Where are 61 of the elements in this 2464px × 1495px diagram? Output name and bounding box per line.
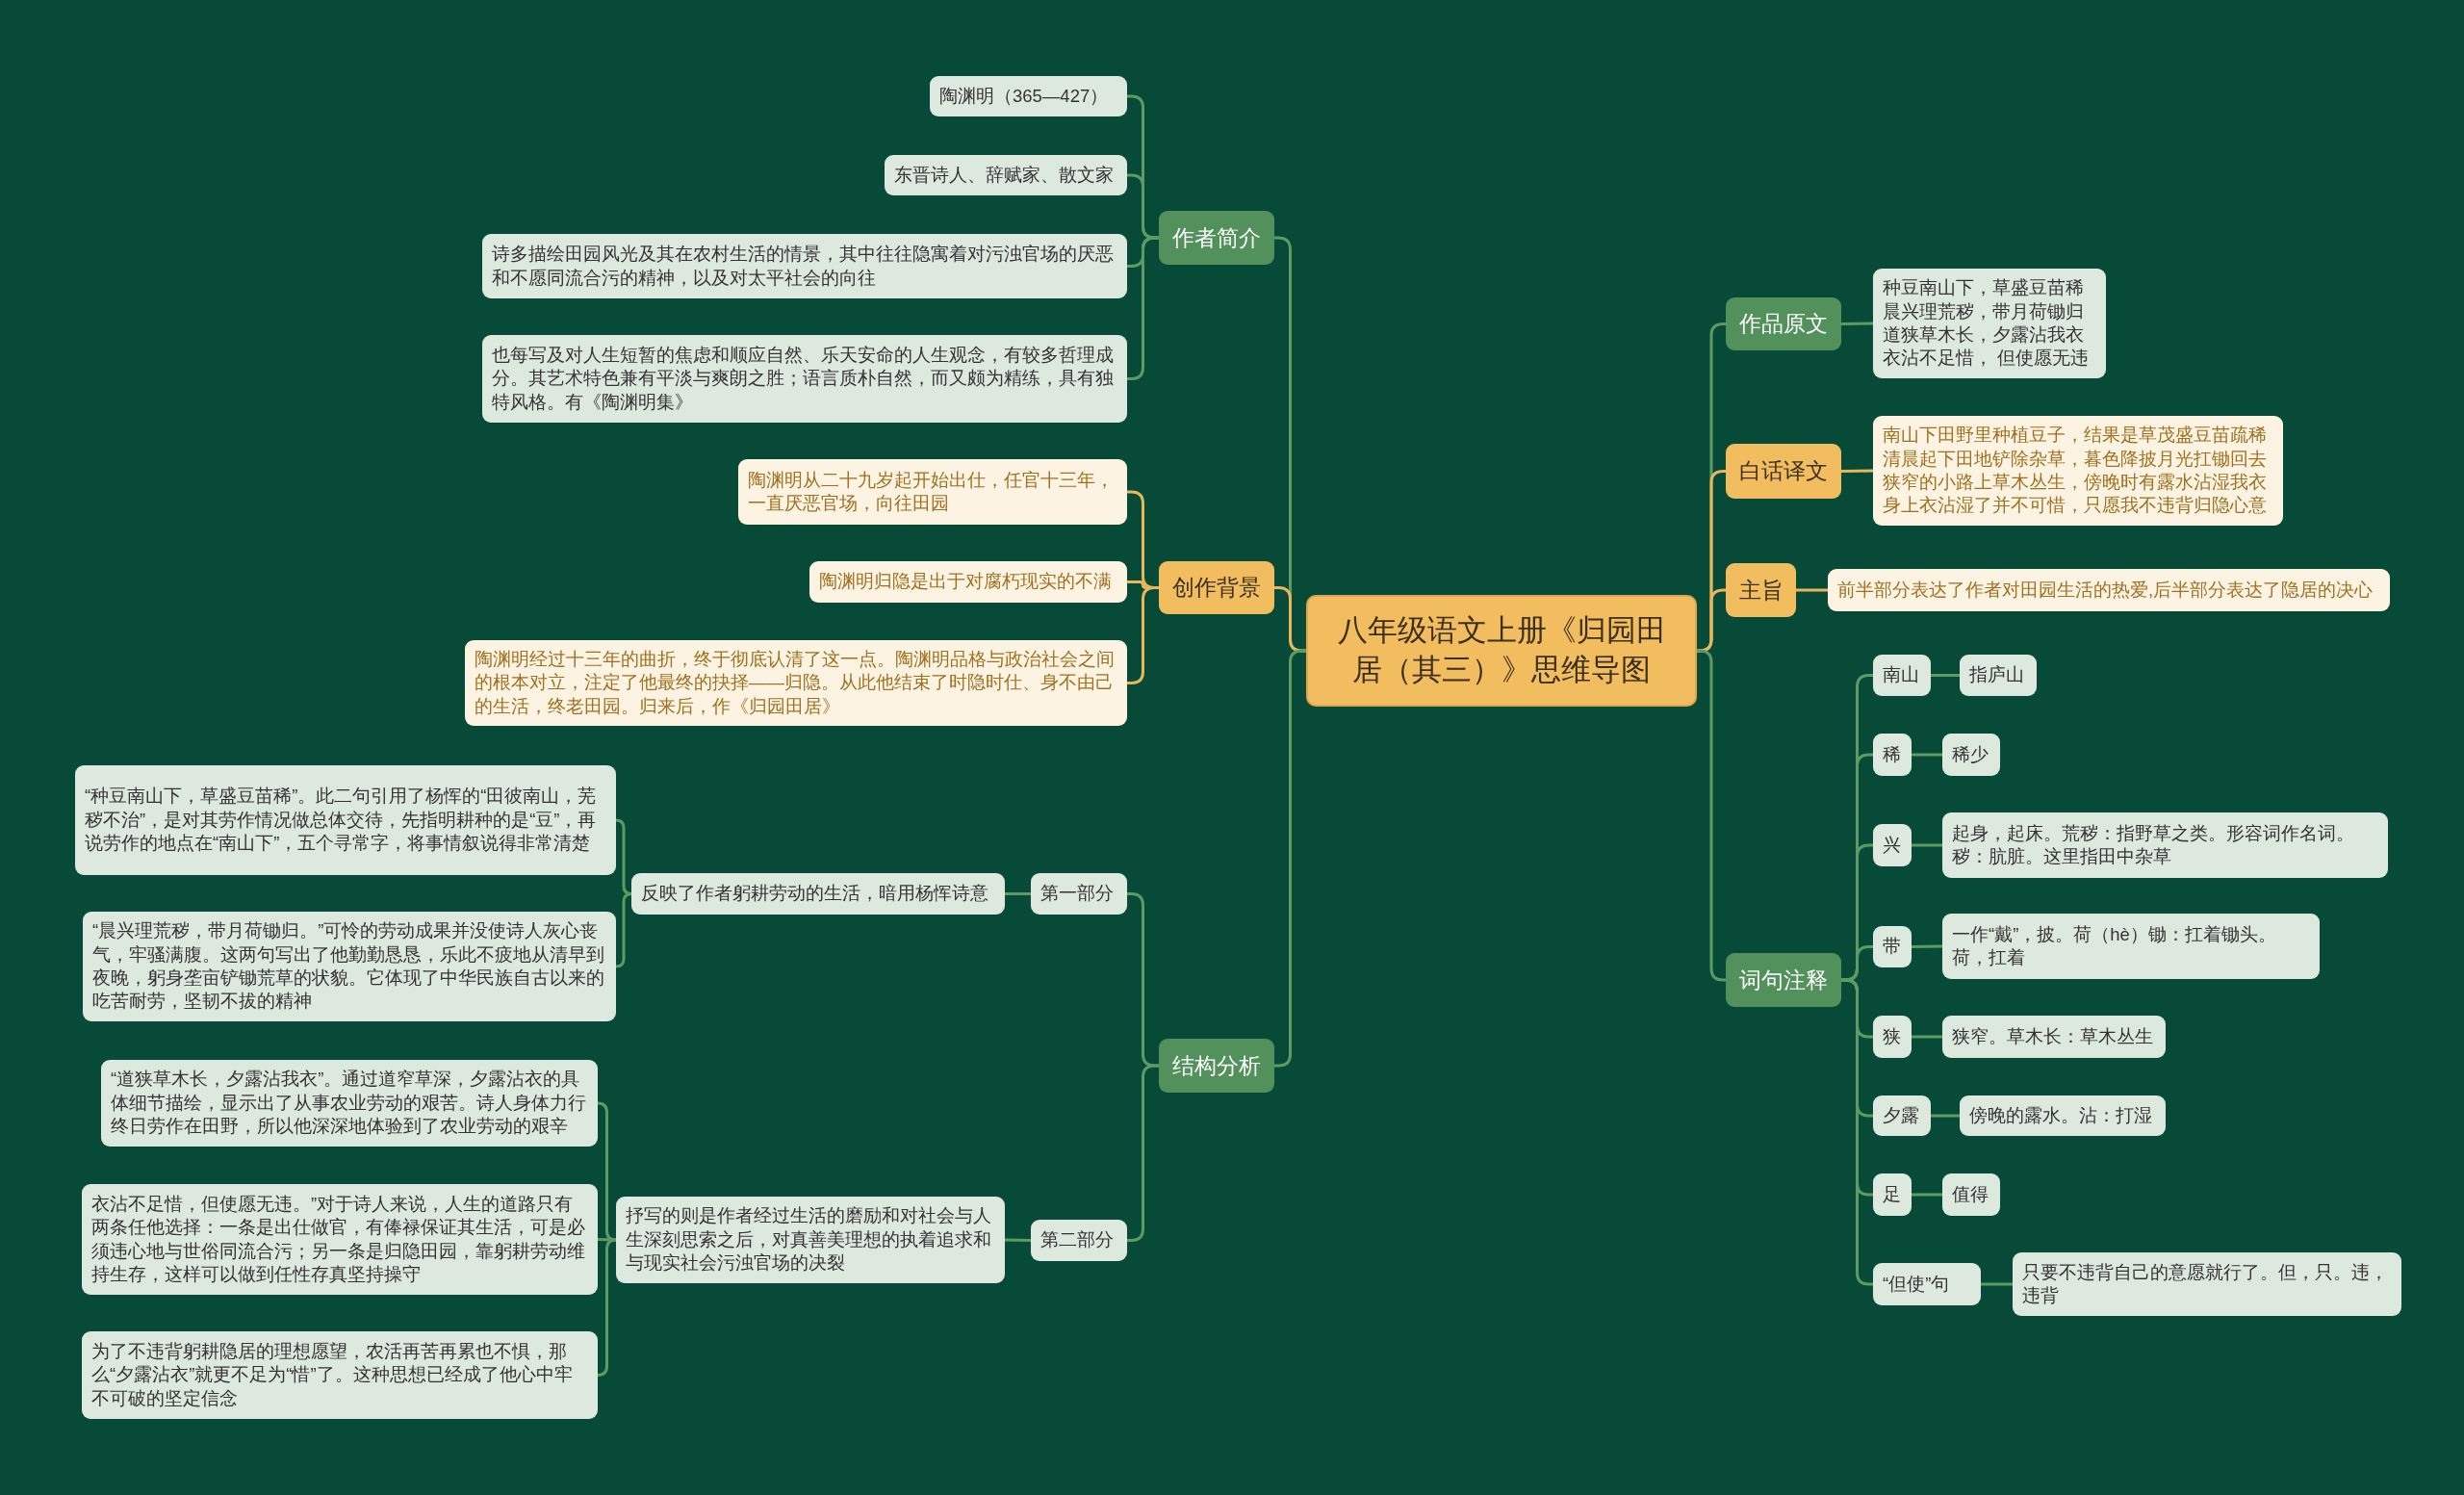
connector-line	[1931, 1114, 1960, 1118]
connector-line	[1912, 753, 1942, 757]
subtopic-box: 为了不违背躬耕隐居的理想愿望，农活再苦再累也不惧，那么“夕露沾衣”就更不足为“惜”了。这种思想已经成了他心中牢不可破的坚定信念	[82, 1331, 598, 1419]
subtopic-box: 兴	[1873, 824, 1912, 866]
subtopic-box: 只要不违背自己的意愿就行了。但，只。违，违背	[2013, 1252, 2401, 1316]
subtopic-box: 稀	[1873, 734, 1912, 776]
connector-line	[1981, 1282, 2013, 1286]
subtopic-box: 陶渊明从二十九岁起开始出仕，任官十三年，一直厌恶官场，向往田园	[738, 459, 1127, 525]
branch-topic-box: 作者简介	[1159, 211, 1274, 265]
subtopic-box: 陶渊明（365—427）	[930, 76, 1127, 116]
connector-line	[1697, 588, 1726, 653]
subtopic-box: 傍晚的露水。沾：打湿	[1960, 1095, 2166, 1136]
connector-line	[1911, 944, 1943, 948]
subtopic-box: “但使”句	[1873, 1263, 1981, 1305]
connector-line	[1912, 1193, 1942, 1197]
connector-line	[1697, 649, 1726, 982]
central-topic-box: 八年级语文上册《归园田居（其三）》思维导图	[1306, 595, 1697, 707]
subtopic-box: 南山	[1873, 655, 1931, 696]
connector-line	[1005, 892, 1031, 895]
subtopic-box: 第二部分	[1031, 1220, 1127, 1261]
subtopic-box: 抒写的则是作者经过生活的磨励和对社会与人生深刻思索之后，对真善美理想的执着追求和与现实社会污浊官场的决裂	[616, 1197, 1005, 1283]
connector-line	[1796, 588, 1828, 592]
subtopic-box: 狭	[1873, 1016, 1912, 1058]
subtopic-box: 指庐山	[1960, 655, 2037, 696]
connector-line	[596, 1238, 618, 1377]
subtopic-box: 陶渊明归隐是出于对腐朽现实的不满	[809, 561, 1127, 603]
subtopic-box: “种豆南山下，草盛豆苗稀”。此二句引用了杨恽的“田彼南山，芜秽不治”，是对其劳作情况做总体交待，先指明耕种的是“豆”，再说劳作的地点在“南山下”，五个寻常字，将事情叙说得非常清楚	[75, 765, 616, 875]
subtopic-box: “晨兴理荒秽，带月荷锄归。”可怜的劳动成果并没使诗人灰心丧气，牢骚满腹。这两句写出了他勤勤恳恳，乐此不疲地从清早到夜晚，躬身垄亩铲锄荒草的状貌。它体现了中华民族自古以来的吃苦耐劳，坚韧不拔的精神	[83, 912, 616, 1021]
subtopic-box: 值得	[1942, 1173, 2000, 1216]
subtopic-box: 诗多描绘田园风光及其在农村生活的情景，其中往往隐寓着对污浊官场的厌恶和不愿同流合污的精神，以及对太平社会的向往	[482, 234, 1127, 298]
branch-topic-box: 创作背景	[1159, 561, 1274, 614]
connector-line	[1912, 843, 1942, 847]
subtopic-box: 稀少	[1942, 734, 2000, 776]
connector-line	[1840, 469, 1874, 473]
connector-line	[597, 1238, 617, 1242]
subtopic-box: 也每写及对人生短暂的焦虑和顺应自然、乐天安命的人生观念，有较多哲理成分。其艺术特色兼有平淡与爽朗之胜；语言质朴自然，而又颇为精练，具有独特风格。有《陶渊明集》	[482, 335, 1127, 423]
subtopic-box: 种豆南山下，草盛豆苗稀晨兴理荒秽，带月荷锄归道狭草木长，夕露沾我衣衣沾不足惜， 但使愿无违	[1873, 269, 2106, 378]
connector-line	[614, 892, 633, 968]
branch-topic-box: 结构分析	[1159, 1039, 1274, 1093]
subtopic-box: 第一部分	[1031, 873, 1127, 915]
subtopic-box: 狭窄。草木长：草木丛生	[1942, 1016, 2166, 1058]
subtopic-box: 南山下田野里种植豆子，结果是草茂盛豆苗疏稀清晨起下田地铲除杂草，暮色降披月光扛锄回去狭窄的小路上草木丛生，傍晚时有露水沾湿我衣身上衣沾湿了并不可惜，只愿我不违背归隐心意	[1873, 416, 2283, 526]
subtopic-box: 夕露	[1873, 1095, 1931, 1136]
connector-line	[1840, 322, 1874, 325]
branch-topic-box: 白话译文	[1726, 444, 1841, 499]
subtopic-box: 一作“戴”，披。荷（hè）锄：扛着锄头。荷，扛着	[1942, 914, 2320, 979]
subtopic-box: 东晋诗人、辞赋家、散文家	[885, 155, 1127, 195]
subtopic-box: 起身，起床。荒秽：指野草之类。形容词作名词。秽：肮脏。这里指田中杂草	[1942, 812, 2388, 878]
branch-topic-box: 主旨	[1726, 563, 1796, 617]
branch-topic-box: 词句注释	[1726, 953, 1841, 1007]
subtopic-box: 足	[1873, 1173, 1912, 1216]
subtopic-box: 陶渊明经过十三年的曲折，终于彻底认清了这一点。陶渊明品格与政治社会之间的根本对立，注定了他最终的抉择——归隐。从此他结束了时隐时仕、身不由己的生活，终老田园。归来后，作《归园田居》	[465, 640, 1127, 726]
connector-line	[1912, 1035, 1942, 1039]
subtopic-box: 前半部分表达了作者对田园生活的热爱,后半部分表达了隐居的决心	[1828, 569, 2390, 611]
subtopic-box: 反映了作者躬耕劳动的生活，暗用杨恽诗意	[631, 873, 1005, 915]
connector-line	[1931, 674, 1960, 677]
subtopic-box: “道狭草木长，夕露沾我衣”。通过道窄草深，夕露沾衣的具体细节描绘，显示出了从事农业劳动的艰苦。诗人身体力行终日劳作在田野，所以他深深地体验到了农业劳动的艰辛	[101, 1060, 598, 1147]
connector-line	[1004, 1238, 1032, 1242]
branch-topic-box: 作品原文	[1726, 297, 1841, 350]
subtopic-box: 衣沾不足惜，但使愿无违。”对于诗人来说，人生的道路只有两条任他选择：一条是出仕做官，有俸禄保证其生活，可是必须违心地与世俗同流合污；另一条是归隐田园，靠躬耕劳动维持生存，这样可以做到任性存真坚持操守	[82, 1184, 598, 1295]
subtopic-box: 带	[1873, 926, 1912, 967]
